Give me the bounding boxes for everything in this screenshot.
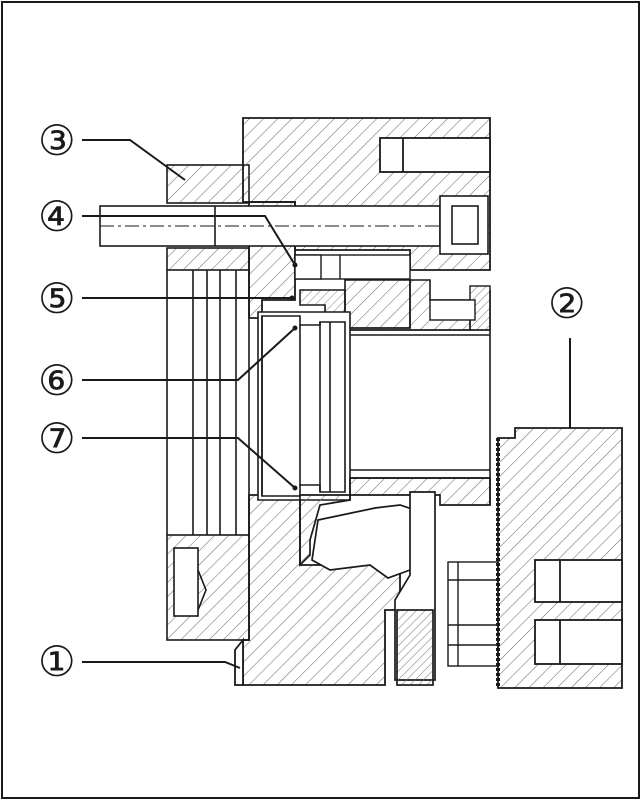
lower-screws: [447, 561, 499, 667]
small-screw: [294, 254, 411, 280]
callout-4: ④: [38, 192, 76, 241]
leader-dots: [289, 262, 298, 491]
callout-7: ⑦: [38, 414, 76, 463]
callout-5: ⑤: [38, 274, 76, 323]
callout-6: ⑥: [38, 356, 76, 405]
clamp-wedge: [299, 477, 491, 686]
bushing: [257, 311, 351, 501]
flange-ring: [166, 164, 250, 641]
callout-labels: ① ② ③ ④ ⑤ ⑥ ⑦: [38, 116, 586, 686]
callout-2: ②: [548, 279, 586, 328]
callout-1: ①: [38, 637, 76, 686]
side-fitting: [429, 285, 491, 331]
right-block: [496, 427, 623, 689]
callout-3: ③: [38, 116, 76, 165]
leader-lines: [82, 139, 571, 669]
